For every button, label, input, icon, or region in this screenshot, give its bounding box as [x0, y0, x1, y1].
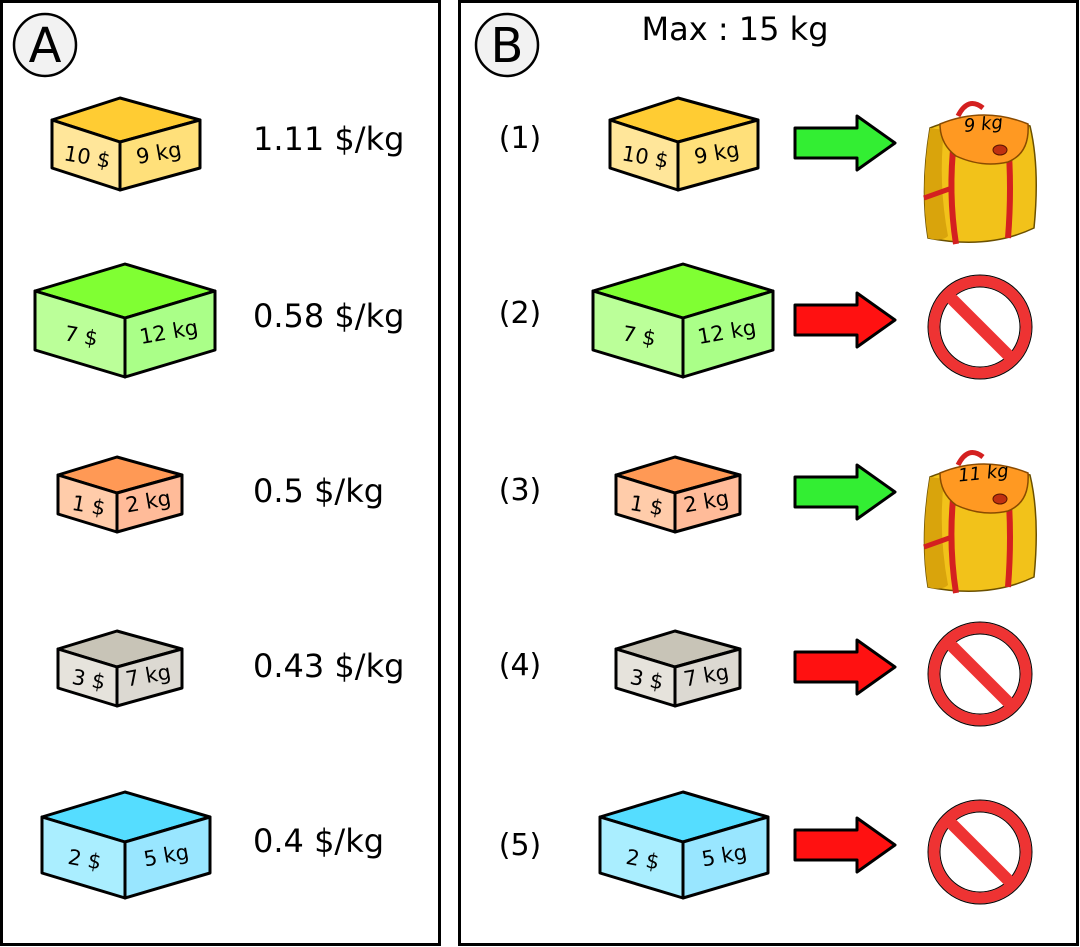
panel-b-badge: B [474, 12, 540, 78]
value-per-kg: 0.5 $/kg [253, 472, 384, 510]
price-label: 3 $ [628, 665, 665, 694]
prohibited-outline [927, 621, 1033, 727]
panel-b-step: (1) 10 $ 9 kg 9 kg [499, 96, 1037, 245]
step-index: (1) [499, 121, 542, 156]
box-side-face [118, 118, 202, 192]
item-box [40, 790, 212, 900]
item-box [614, 629, 742, 708]
item-box [614, 455, 742, 534]
price-label: 2 $ [624, 845, 661, 874]
box-side-face [115, 473, 184, 534]
result-arrow [793, 463, 897, 521]
result-icon [927, 621, 1033, 727]
prohibited-slash [944, 291, 1016, 363]
price-label: 1 $ [628, 491, 665, 520]
panel-a-frame [0, 0, 441, 946]
result-arrow [793, 291, 897, 349]
box-side-face [681, 815, 770, 900]
result-icon [927, 274, 1033, 380]
backpack-button [992, 144, 1008, 156]
box-side-face [123, 815, 212, 900]
green-arrow-icon [793, 463, 897, 521]
prohibited-outline [927, 799, 1033, 905]
bag-weight-label: 11 kg [957, 460, 1009, 486]
panel-b-frame [458, 0, 1079, 946]
item-box [33, 262, 217, 379]
box-side-face [676, 118, 760, 192]
value-per-kg: 0.58 $/kg [253, 297, 404, 335]
prohibited-outline [927, 274, 1033, 380]
panel-a-item: 7 $ 12 kg 0.58 $/kg [33, 262, 404, 379]
panel-a-item: 2 $ 5 kg 0.4 $/kg [40, 790, 384, 900]
capacity-label: Max : 15 kg [641, 10, 828, 48]
prohibited-inner-outline [939, 811, 1021, 893]
backpack-shade [924, 128, 948, 240]
result-icon [923, 450, 1037, 594]
box-side-face [115, 647, 184, 708]
result-icon [927, 799, 1033, 905]
item-box [598, 790, 770, 900]
value-per-kg: 0.4 $/kg [253, 822, 384, 860]
item-box [56, 629, 184, 708]
panel-a-label: A [29, 18, 62, 74]
item-box [56, 455, 184, 534]
panel-a-item: 10 $ 9 kg 1.11 $/kg [50, 96, 404, 192]
panel-b-step: (5) 2 $ 5 kg [499, 790, 1033, 905]
prohibited-inner-outline [939, 633, 1021, 715]
panel-b-step: (2) 7 $ 12 kg [499, 262, 1033, 380]
result-arrow [793, 638, 897, 696]
step-index: (3) [499, 473, 542, 508]
item-box [50, 96, 202, 192]
bag-weight-label: 9 kg [963, 112, 1004, 137]
prohibited-inner-outline [939, 286, 1021, 368]
box-side-face [681, 289, 775, 379]
panel-b-label: B [491, 18, 524, 74]
box-side-face [673, 647, 742, 708]
value-per-kg: 0.43 $/kg [253, 647, 404, 685]
result-icon [923, 101, 1037, 245]
red-arrow-icon [793, 816, 897, 874]
red-arrow-icon [793, 291, 897, 349]
backpack-strap [923, 534, 953, 550]
panel-b-step: (3) 1 $ 2 kg 11 kg [499, 450, 1037, 594]
result-arrow [793, 114, 897, 172]
backpack-strap [923, 185, 953, 201]
panel-a-item: 3 $ 7 kg 0.43 $/kg [56, 629, 404, 708]
prohibited-slash [944, 638, 1016, 710]
result-arrow [793, 816, 897, 874]
backpack-shade [924, 477, 948, 589]
panel-a-item: 1 $ 2 kg 0.5 $/kg [56, 455, 384, 534]
box-side-face [673, 473, 742, 534]
backpack-handle [955, 101, 985, 118]
step-index: (2) [499, 296, 542, 331]
step-index: (5) [499, 828, 542, 863]
box-side-face [123, 289, 217, 379]
panel-a-badge: A [12, 12, 78, 78]
price-label: 1 $ [70, 491, 107, 520]
backpack-button [992, 493, 1008, 505]
price-label: 7 $ [63, 321, 100, 350]
backpack-handle [955, 450, 985, 467]
green-arrow-icon [793, 114, 897, 172]
value-per-kg: 1.11 $/kg [253, 120, 404, 158]
price-label: 7 $ [621, 321, 658, 350]
step-index: (4) [499, 648, 542, 683]
price-label: 2 $ [66, 845, 103, 874]
price-label: 3 $ [70, 665, 107, 694]
panel-b-step: (4) 3 $ 7 kg [499, 621, 1033, 727]
item-box [591, 262, 775, 379]
item-box [608, 96, 760, 192]
prohibited-slash [944, 816, 1016, 888]
red-arrow-icon [793, 638, 897, 696]
